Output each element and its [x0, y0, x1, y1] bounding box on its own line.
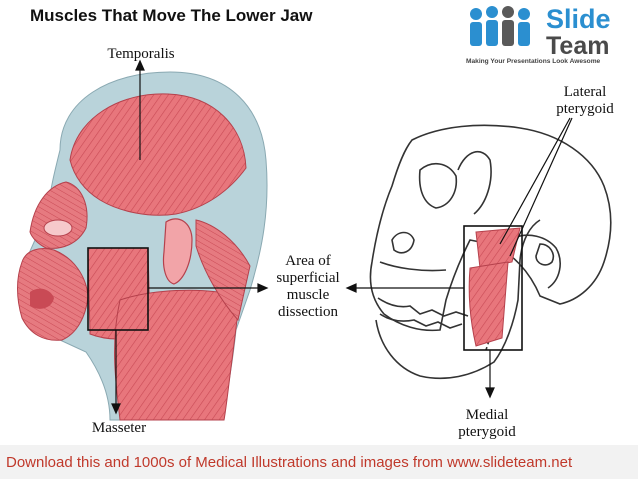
label-area-line-2: superficial [276, 270, 340, 286]
head-muscle-illustration [17, 71, 268, 421]
label-lateral-line-1: Lateral [563, 84, 607, 100]
people-group-icon [470, 6, 530, 46]
temporalis-muscle [69, 93, 247, 216]
slideteam-logo: Slide Team Making Your Presentations Loo… [462, 2, 638, 72]
label-temporalis: Temporalis [86, 46, 196, 63]
label-lateral-pterygoid: Lateral pterygoid [540, 84, 630, 118]
label-area-line-4: dissection [278, 304, 338, 320]
label-temporalis-line: Temporalis [107, 46, 175, 62]
footer-banner: Download this and 1000s of Medical Illus… [0, 445, 638, 479]
lateral-pterygoid-muscle [475, 227, 521, 269]
page-title: Muscles That Move The Lower Jaw [30, 6, 313, 25]
ear [162, 218, 193, 285]
label-area-line-1: Area of [285, 253, 331, 269]
label-masseter-line: Masseter [91, 420, 147, 436]
label-medial-line-2: pterygoid [458, 424, 516, 440]
label-masseter: Masseter [64, 420, 174, 437]
logo-word-team: Team [546, 32, 610, 60]
dissection-area-box [87, 247, 149, 331]
label-lateral-line-2: pterygoid [556, 101, 614, 117]
leader-lines [111, 59, 573, 415]
medial-pterygoid-muscle [468, 261, 509, 347]
label-medial-pterygoid: Medial pterygoid [442, 407, 532, 441]
footer-text[interactable]: Download this and 1000s of Medical Illus… [6, 454, 573, 471]
logo-tagline: Making Your Presentations Look Awesome [466, 58, 601, 65]
jaw-muscles-illustration [17, 59, 612, 421]
label-area-line-3: muscle [286, 287, 330, 303]
label-medial-line-1: Medial [465, 407, 509, 423]
label-dissection-area: Area of superficial muscle dissection [258, 253, 358, 321]
logo-word-slide: Slide [546, 4, 611, 34]
